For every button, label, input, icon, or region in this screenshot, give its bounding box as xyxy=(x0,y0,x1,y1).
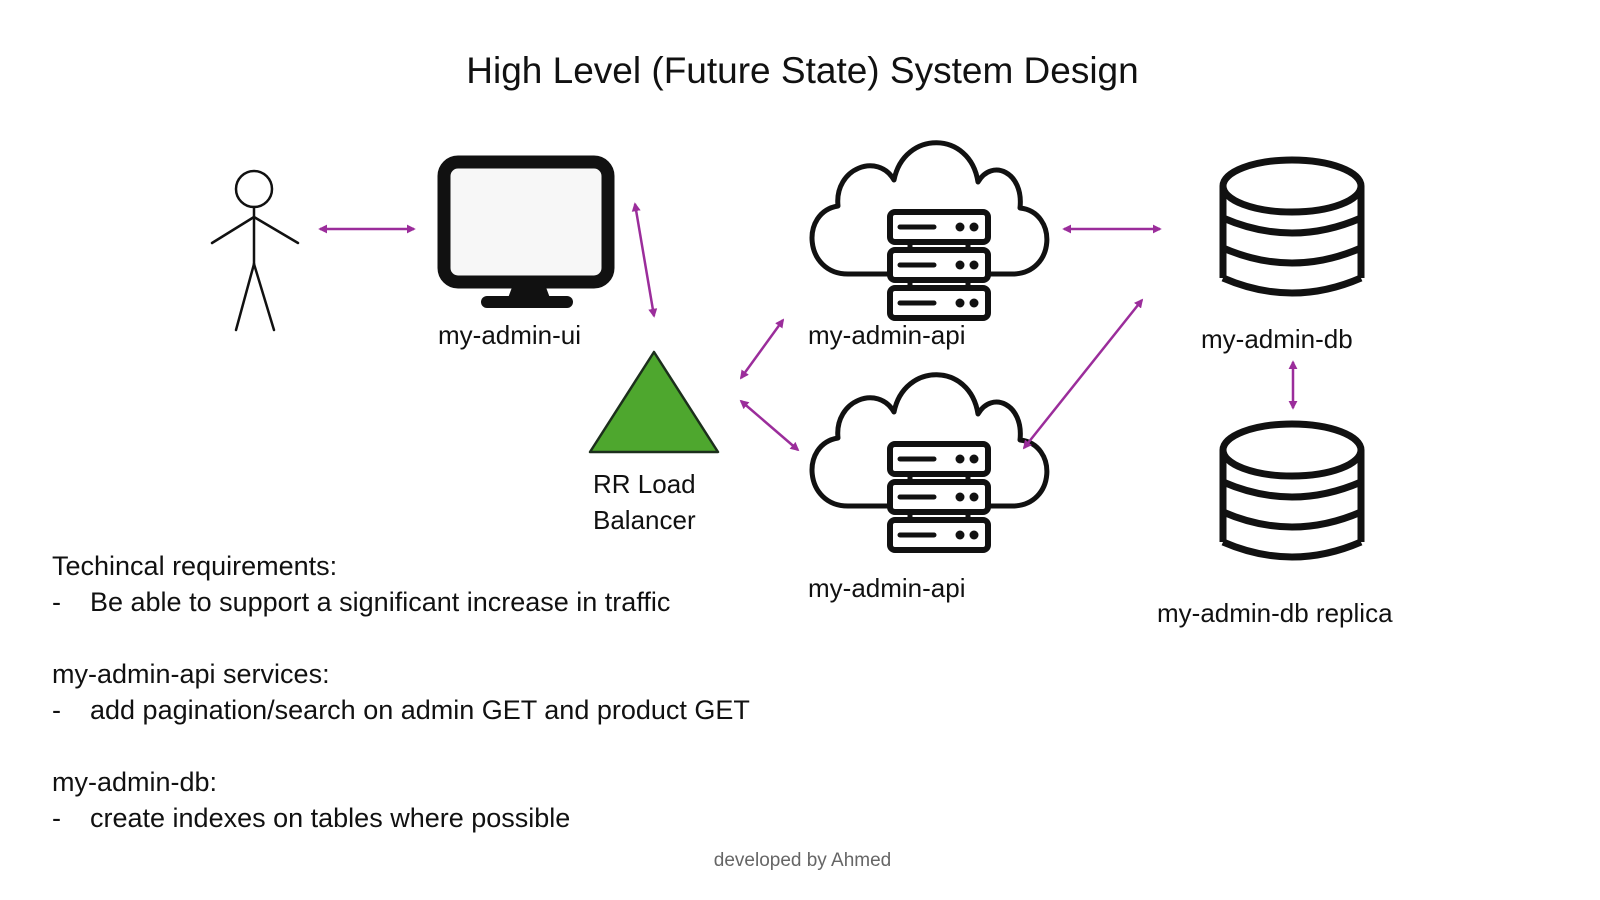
requirements-notes: Techincal requirements: - Be able to sup… xyxy=(52,548,750,872)
notes-heading: Techincal requirements: xyxy=(52,551,338,581)
bullet-marker: - xyxy=(52,587,61,617)
load-balancer-label-line1: RR Load xyxy=(593,469,696,499)
stick-figure-icon xyxy=(210,169,300,332)
bullet-text: create indexes on tables where possible xyxy=(90,803,571,833)
notes-bullet: - create indexes on tables where possibl… xyxy=(52,800,750,836)
database-icon xyxy=(1223,424,1361,557)
database-icon xyxy=(1223,160,1361,293)
bullet-text: add pagination/search on admin GET and p… xyxy=(90,695,750,725)
notes-section: my-admin-db: - create indexes on tables … xyxy=(52,764,750,836)
arrow-ui-lb xyxy=(631,202,658,318)
bullet-text: Be able to support a significant increas… xyxy=(90,587,671,617)
notes-bullet: - add pagination/search on admin GET and… xyxy=(52,692,750,728)
bullet-marker: - xyxy=(52,695,61,725)
db-replica-label: my-admin-db replica xyxy=(1157,598,1393,628)
notes-heading: my-admin-db: xyxy=(52,767,218,797)
bullet-marker: - xyxy=(52,803,61,833)
ui-label: my-admin-ui xyxy=(438,320,582,350)
monitor-icon xyxy=(437,155,615,308)
arrow-lb-api1 xyxy=(739,318,785,380)
notes-section: Techincal requirements: - Be able to sup… xyxy=(52,548,750,620)
load-balancer-label-line2: Balancer xyxy=(593,505,696,535)
load-balancer-label: RR Load Balancer xyxy=(593,466,696,538)
notes-bullet: - Be able to support a significant incre… xyxy=(52,584,750,620)
db-label: my-admin-db xyxy=(1201,324,1353,354)
page-title: High Level (Future State) System Design xyxy=(466,50,1139,91)
notes-heading: my-admin-api services: xyxy=(52,659,330,689)
footer-credit: developed by Ahmed xyxy=(713,850,892,871)
notes-section: my-admin-api services: - add pagination/… xyxy=(52,656,750,728)
cloud-server-icon xyxy=(812,143,1047,318)
cloud-server-icon xyxy=(812,375,1047,550)
api1-label: my-admin-api xyxy=(808,320,966,350)
triangle-icon xyxy=(588,350,720,454)
arrow-lb-api2 xyxy=(739,399,800,452)
arrow-api2-db xyxy=(1022,298,1144,450)
api2-label: my-admin-api xyxy=(808,573,966,603)
